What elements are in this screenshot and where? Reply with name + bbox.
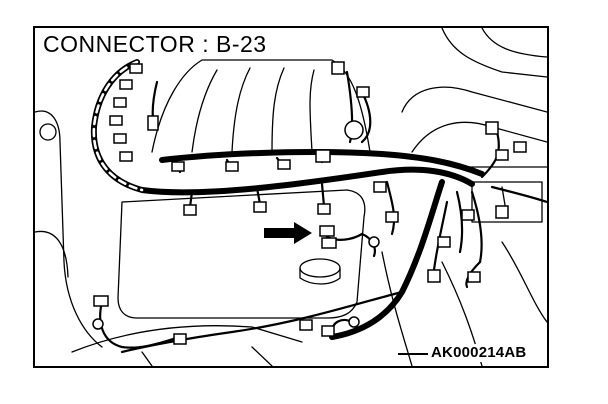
engine-harness-drawing: [35, 28, 547, 366]
connector: [356, 86, 370, 98]
intake-runners: [191, 67, 315, 153]
harness-bottom-loop: [120, 290, 404, 354]
connector: [485, 121, 499, 135]
connector: [171, 161, 185, 172]
connector: [113, 97, 127, 108]
connector: [173, 333, 187, 345]
harness-main: [90, 59, 485, 354]
sensor: [344, 120, 364, 140]
connectors: [92, 61, 527, 345]
branch-wire: [455, 190, 483, 264]
harness-left-loop-tape: [92, 60, 144, 192]
harness-upper: [159, 149, 485, 177]
figure-code: AK000214AB: [428, 344, 530, 362]
connector: [147, 115, 159, 131]
connector: [225, 161, 239, 172]
connector: [467, 271, 481, 283]
ground-terminal: [368, 236, 380, 248]
connector: [119, 151, 133, 162]
connector: [461, 209, 475, 221]
connector: [253, 201, 267, 213]
diagram-frame: [33, 26, 549, 368]
connector: [277, 159, 291, 170]
harness-right-drop: [329, 179, 445, 340]
connector: [427, 269, 441, 283]
connector: [315, 149, 331, 163]
connector: [437, 236, 451, 248]
connector: [385, 211, 399, 223]
connector: [93, 295, 109, 307]
arrow-shape: [264, 222, 312, 244]
connector: [183, 204, 197, 216]
harness-lower-left: [99, 300, 179, 349]
left-engine-block: [35, 110, 103, 348]
connector-b-23-lower: [321, 237, 337, 249]
lower-housing: [71, 325, 303, 366]
connector: [299, 319, 313, 331]
left-bolt: [39, 123, 57, 141]
connector: [513, 141, 527, 153]
connector: [113, 133, 127, 144]
connector: [331, 61, 345, 75]
connector: [321, 325, 335, 337]
ground-terminal: [348, 316, 360, 328]
connector: [373, 181, 387, 193]
connector: [119, 79, 133, 90]
intake-manifold-outline: [151, 59, 371, 153]
rocker-cover-outline: [117, 189, 366, 319]
branch-wire: [385, 180, 396, 236]
top-right-hoses: [441, 28, 547, 78]
oil-filler-cap-side: [299, 267, 341, 285]
connector: [129, 63, 143, 74]
connector-b-23: [319, 225, 335, 237]
oil-filler-cap: [299, 258, 341, 278]
ground-terminal: [92, 318, 104, 330]
connector: [109, 115, 123, 126]
branch-wire: [490, 185, 547, 204]
branch-wires: [151, 70, 547, 334]
connector: [495, 149, 509, 161]
connector: [317, 203, 331, 215]
branch-wire: [432, 200, 449, 272]
pointer-arrow: [264, 222, 312, 244]
connector: [495, 205, 509, 219]
connector-label: CONNECTOR : B-23: [41, 31, 271, 57]
